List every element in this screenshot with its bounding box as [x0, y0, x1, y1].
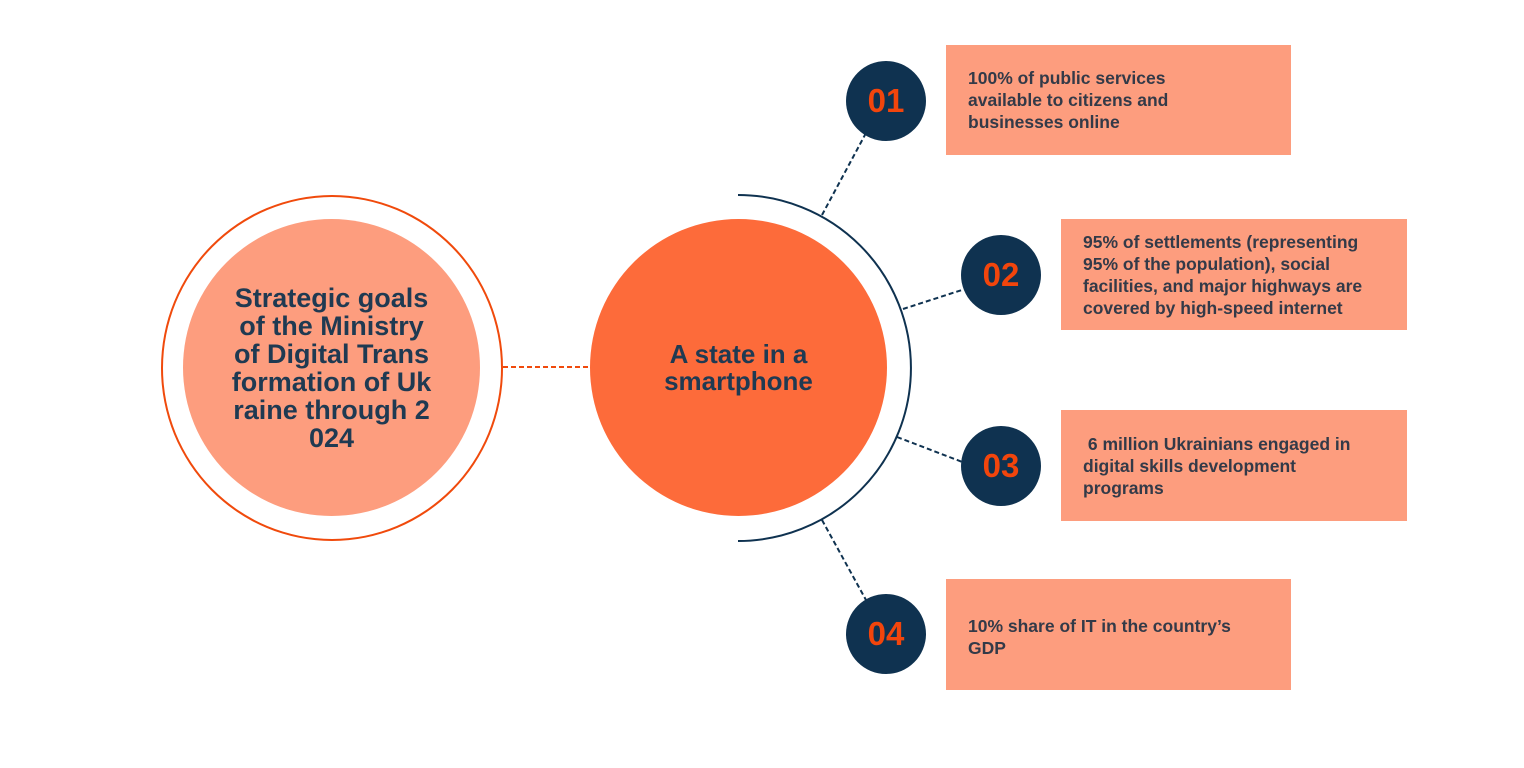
- goal-text-04: 10% share of IT in the country’s GDP: [968, 616, 1231, 658]
- main-topic-ring: [161, 195, 503, 541]
- goal-number-02: 02: [961, 235, 1041, 315]
- connector-01: [821, 132, 867, 216]
- orbit-arc: [737, 194, 912, 542]
- goal-number-03: 03: [961, 426, 1041, 506]
- goal-text-03: 6 million Ukrainians engaged in digital …: [1083, 433, 1356, 498]
- goal-number-01: 01: [846, 61, 926, 141]
- goal-box-04: 10% share of IT in the country’s GDP: [946, 579, 1291, 690]
- goal-box-01: 100% of public services available to cit…: [946, 45, 1291, 155]
- goal-box-03: 6 million Ukrainians engaged in digital …: [1061, 410, 1407, 521]
- goal-text-01: 100% of public services available to cit…: [968, 68, 1169, 132]
- goal-text-02: 95% of settlements (representing 95% of …: [1083, 231, 1368, 318]
- connector-04: [821, 519, 867, 601]
- central-concept-text: A state in a smartphone: [664, 338, 813, 396]
- connector-02: [902, 288, 966, 310]
- goal-box-02: 95% of settlements (representing 95% of …: [1061, 219, 1407, 330]
- main-topic-circle: Strategic goals of the Ministry of Digit…: [183, 219, 480, 516]
- central-concept-circle: A state in a smartphone: [590, 219, 887, 516]
- goal-number-04: 04: [846, 594, 926, 674]
- connector-03: [896, 436, 966, 464]
- main-topic-text: Strategic goals of the Ministry of Digit…: [231, 282, 432, 453]
